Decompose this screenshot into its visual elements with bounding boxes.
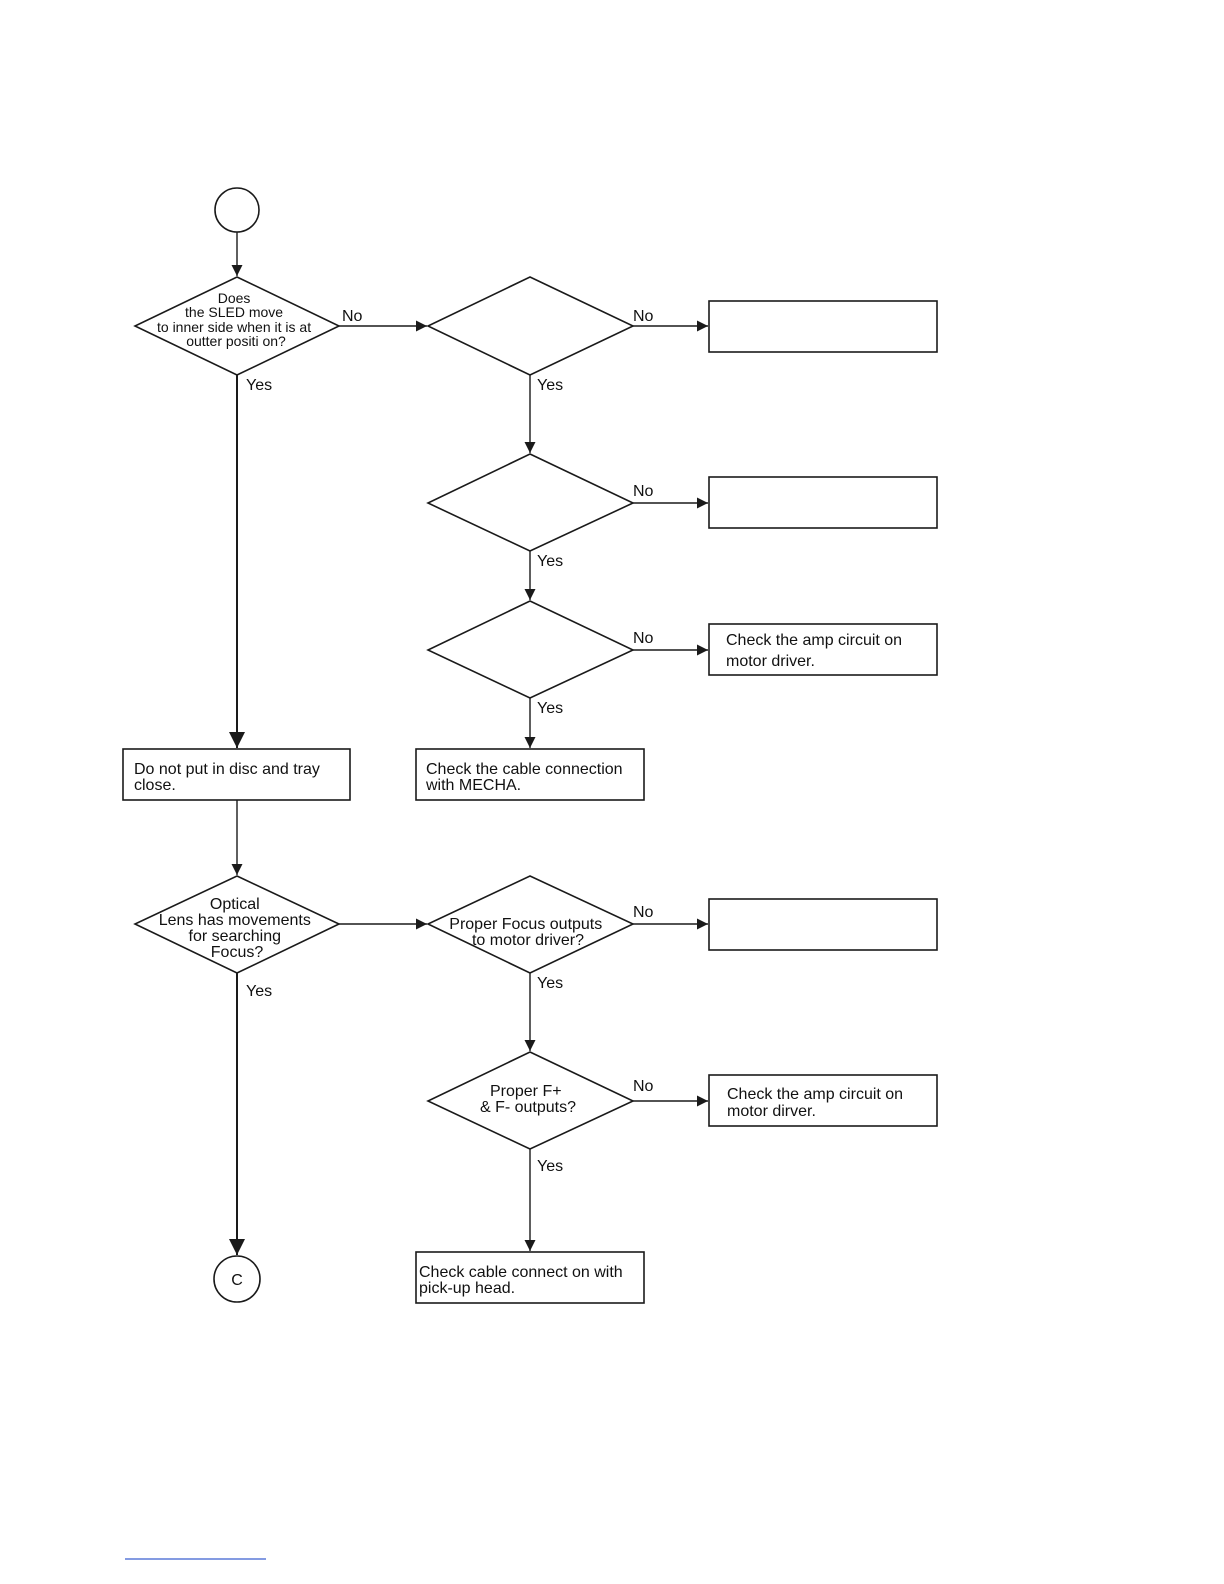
start-connector — [214, 187, 260, 233]
box-empty-2 — [708, 476, 938, 529]
label-yes: Yes — [537, 700, 563, 717]
box-amp-circuit-1-text: Check the amp circuit on motor driver. — [726, 632, 907, 670]
box-amp-circuit-2 — [708, 1074, 938, 1127]
label-no: No — [633, 630, 654, 647]
label-no: No — [633, 904, 654, 921]
label-no: No — [633, 483, 654, 500]
label-no: No — [342, 308, 363, 325]
label-yes: Yes — [246, 377, 272, 394]
end-connector-label: C — [231, 1272, 243, 1289]
box-cable-mecha — [415, 748, 645, 801]
box-empty-3 — [708, 898, 938, 951]
box-amp-circuit-2-text: Check the amp circuit on motor dirver. — [727, 1086, 908, 1120]
label-yes: Yes — [537, 377, 563, 394]
label-yes: Yes — [537, 1158, 563, 1175]
box-amp-circuit-1 — [708, 623, 938, 676]
decision-sled-move-text: Does the SLED move to inner side when it… — [157, 290, 315, 349]
box-cable-mecha-text: Check the cable connection with MECHA. — [425, 761, 627, 794]
end-connector — [213, 1255, 261, 1303]
decision-empty-2 — [426, 453, 635, 552]
decision-proper-focus-text: Proper Focus outputs to motor driver? — [449, 916, 606, 949]
label-yes: Yes — [246, 983, 272, 1000]
decision-proper-f-outputs-text: Proper F+ & F- outputs? — [480, 1083, 576, 1116]
label-no: No — [633, 308, 654, 325]
box-empty-1 — [708, 300, 938, 353]
label-no: No — [633, 1078, 654, 1095]
box-no-disc-text: Do not put in disc and tray close. — [134, 761, 324, 794]
label-yes: Yes — [537, 975, 563, 992]
box-cable-pickup-text: Check cable connect on with pick-up head… — [419, 1264, 627, 1297]
decision-empty-3 — [426, 600, 635, 699]
label-yes: Yes — [537, 553, 563, 570]
decision-optical-lens-text: Optical Lens has movements for searching… — [159, 896, 316, 961]
box-cable-pickup — [415, 1251, 645, 1304]
decision-empty-1 — [426, 276, 635, 376]
